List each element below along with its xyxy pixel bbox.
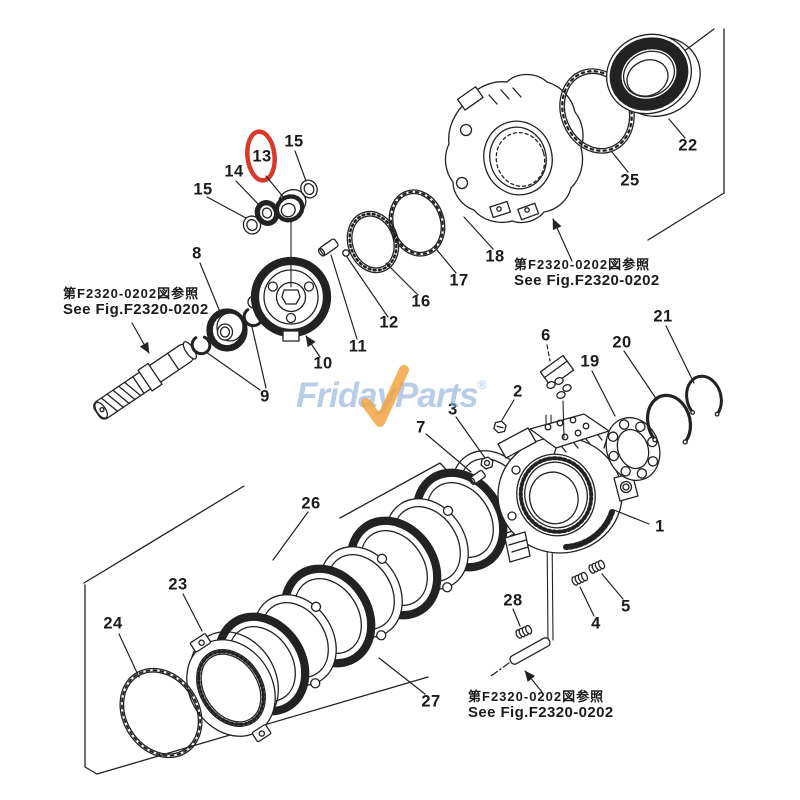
thrust-ring-15-right [298,177,320,200]
leader-line [266,176,284,198]
reference-jp-text: 第F2320-0202図参照 [514,257,651,272]
leader-line [206,352,260,390]
leader-line [426,434,471,472]
pin-11 [317,238,339,257]
leader-line [119,634,139,677]
leader-line [602,574,623,599]
leader-line [669,119,685,138]
pressure-plate-23 [164,612,304,761]
snap-ring-9a [189,333,213,357]
leader-line [386,263,418,295]
leader-line [624,351,657,400]
leader-lines [119,119,694,694]
leader-line [553,219,572,261]
spring-5 [588,559,606,574]
snap-ring-21 [682,372,726,422]
leader-line [592,371,615,416]
leader-line [331,255,357,339]
snap-ring-20 [642,391,696,452]
ring-gear-17 [381,183,453,263]
leader-line [183,594,202,631]
leader-line [513,609,520,626]
leader-line [236,181,261,207]
nut-3 [481,456,494,470]
see-fig-reference-left: 第F2320-0202図参照 See Fig.F2320-0202 [63,286,209,318]
leader-line [295,151,306,181]
see-fig-reference-bottom: 第F2320-0202図参照 See Fig.F2320-0202 [468,689,614,721]
leader-line [614,510,649,524]
spring-4 [571,571,589,586]
leader-line [666,326,694,383]
bolt-2 [493,420,507,434]
reference-en-text: See Fig.F2320-0202 [514,272,660,289]
leader-line [347,257,388,317]
input-shaft [90,338,200,424]
backing-ring-24 [104,653,219,773]
highlight-ellipse [245,130,277,182]
leader-line [207,197,246,218]
ball-bearing-19 [598,410,669,488]
leader-line [580,587,594,616]
pin-7 [468,470,486,486]
reference-jp-text: 第F2320-0202図参照 [63,286,200,301]
brake-housing-18 [446,75,583,223]
gear-8 [207,309,247,351]
leader-line [379,658,425,694]
leader-line [502,400,514,420]
spring-28 [515,625,533,639]
reference-en-text: See Fig.F2320-0202 [63,301,209,318]
ball-12 [343,250,349,256]
leader-line [132,323,149,353]
leader-line [437,250,456,273]
leader-line [464,217,493,249]
reference-en-text: See Fig.F2320-0202 [468,704,614,721]
leader-line [525,671,542,692]
seal-kit-6 [540,355,573,438]
leader-line [456,417,485,458]
roller-bearing-22 [594,18,713,133]
planet-carrier-10 [248,221,331,341]
see-fig-reference-top-right: 第F2320-0202図参照 See Fig.F2320-0202 [514,257,660,289]
main-housing-1 [498,414,638,562]
clutch-pack [104,434,555,773]
leader-line [273,512,308,560]
leader-line [306,336,320,357]
leader-line [252,327,266,388]
bracket-lines [84,29,724,774]
reference-jp-text: 第F2320-0202図参照 [468,689,605,704]
leader-line [612,152,628,172]
leader-line [200,263,220,312]
leader-line [547,345,550,361]
